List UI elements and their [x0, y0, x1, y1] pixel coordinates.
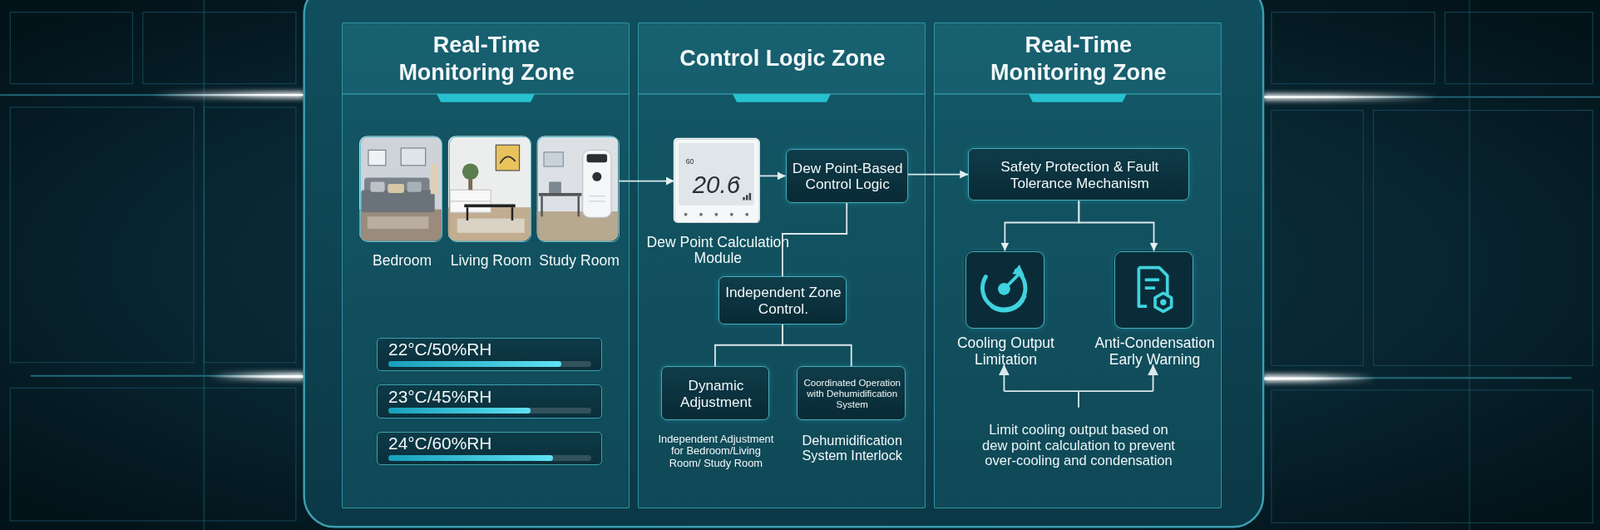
- process-box: Coordinated Operation with Dehumidificat…: [796, 365, 906, 420]
- box-text: Coordinated Operation with Dehumidificat…: [800, 366, 904, 421]
- module-label: Dew Point Calculation Module: [646, 234, 790, 267]
- icon-label: Anti-Condensation Early Warning: [1088, 335, 1222, 368]
- box-caption: Independent Adjustment for Bedroom/Livin…: [654, 433, 777, 470]
- process-box: Safety Protection & Fault Tolerance Mech…: [967, 148, 1190, 202]
- reading-bar: 22°C/50%RH: [376, 337, 603, 371]
- zone-title: Real-Time Monitoring Zone: [374, 23, 599, 95]
- process-box: Dynamic AdjustmentIndependent Adjustment…: [661, 365, 770, 420]
- box-text: Dynamic Adjustment: [665, 366, 768, 421]
- connector-arrow: [1078, 200, 1154, 251]
- icon-label: Cooling Output Limitation: [939, 335, 1073, 368]
- reading-text: 24°C/60%RH: [388, 434, 594, 454]
- box-text: Dew Point-Based Control Logic: [789, 149, 906, 204]
- zone-column: Real-Time Monitoring ZoneBedroomLiving R…: [341, 22, 630, 509]
- bar-fill: [388, 360, 562, 367]
- box-text: Safety Protection & Fault Tolerance Mech…: [972, 148, 1188, 203]
- bar-fill: [388, 454, 554, 461]
- reading-bar: 23°C/45%RH: [376, 384, 603, 418]
- display-reading: 20.6: [675, 170, 757, 199]
- process-box: Dew Point-Based Control Logic: [785, 148, 909, 203]
- room-label: Study Room: [508, 252, 652, 269]
- process-box: Independent Zone Control.: [718, 276, 848, 325]
- bar-track: [388, 407, 592, 414]
- room-photo: Living Room: [449, 136, 532, 242]
- zone-column: Control Logic ZoneDew Point Calculation …: [637, 22, 926, 509]
- icon-box: Cooling Output Limitation: [965, 251, 1046, 329]
- zone-title: Real-Time Monitoring Zone: [966, 23, 1191, 95]
- connector-arrow: [715, 324, 783, 366]
- room-photo: Bedroom: [360, 136, 443, 242]
- box-text: Independent Zone Control.: [721, 276, 845, 326]
- connector-arrow: [908, 173, 968, 176]
- connector-arrow: [1004, 200, 1079, 251]
- connector-arrow: [619, 180, 675, 183]
- room-photo: Study Room: [537, 136, 619, 242]
- reading-bar: 24°C/60%RH: [376, 431, 603, 465]
- reading-text: 23°C/45%RH: [388, 387, 594, 407]
- display-reading: 60: [678, 158, 702, 166]
- connector-arrow: [782, 324, 852, 366]
- icon-box: Anti-Condensation Early Warning: [1114, 251, 1195, 329]
- zone-title: Control Logic Zone: [670, 23, 895, 95]
- connector-arrow: [760, 175, 786, 178]
- bar-track: [388, 360, 592, 367]
- connector-arrow: [782, 202, 847, 277]
- bar-track: [388, 454, 592, 461]
- note-text: Limit cooling output based on dew point …: [979, 422, 1178, 470]
- reading-text: 22°C/50%RH: [388, 340, 594, 360]
- bar-fill: [388, 407, 531, 414]
- box-caption: Dehumidification System Interlock: [785, 432, 919, 464]
